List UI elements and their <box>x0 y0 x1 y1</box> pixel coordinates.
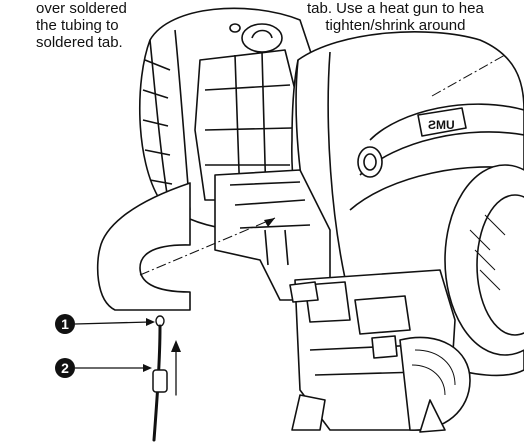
instruction-line: tighten/shrink around <box>325 17 466 34</box>
product-mark: ƧMU <box>428 118 455 132</box>
instruction-text-left: over soldered the tubing to soldered tab… <box>36 0 127 51</box>
instruction-line: the tubing to <box>36 17 119 34</box>
callout-1: 1 <box>55 314 155 334</box>
device-illustration: ƧMU <box>138 7 524 433</box>
wire-assembly <box>152 315 177 442</box>
instruction-text-right: tab. Use a heat gun to hea tighten/shrin… <box>307 0 484 34</box>
alignment-arrowhead <box>264 218 275 227</box>
instruction-line: soldered tab. <box>36 34 123 51</box>
solder-tab <box>96 182 191 311</box>
instruction-line: over soldered <box>36 0 127 17</box>
callout-2: 2 <box>55 358 152 378</box>
alignment-lines <box>139 54 506 276</box>
callout-number: 2 <box>61 360 69 376</box>
instruction-line: tab. Use a heat gun to hea <box>307 0 484 17</box>
slide-direction-arrow <box>171 340 181 352</box>
callout-number: 1 <box>61 316 69 332</box>
